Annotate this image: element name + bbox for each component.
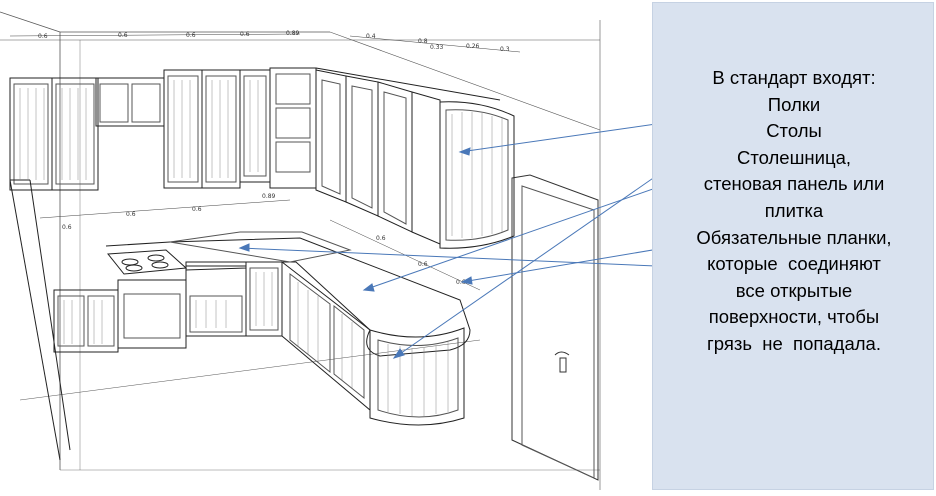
dimension-labels: 0.6 0.6 0.6 0.6 0.89 0.4 0.8 0.33 0.26 0… xyxy=(38,30,510,286)
legend-line: стеновая панель или xyxy=(703,173,885,195)
dim-right-2: 0.6 xyxy=(418,261,428,268)
dim-mid-1: 0.6 xyxy=(62,224,72,231)
dim-top-2: 0.6 xyxy=(118,32,128,39)
room-outline xyxy=(0,11,601,490)
door xyxy=(511,174,599,481)
legend-line: Столешница, xyxy=(736,146,851,168)
dim-top-right-4: 0.26 xyxy=(466,43,480,50)
dim-top-3: 0.6 xyxy=(186,32,196,39)
right-upper-cabinets xyxy=(315,67,515,249)
dim-top-right-1: 0.4 xyxy=(366,33,376,40)
dim-right-3: 0.6 xyxy=(456,279,466,286)
dim-right-1: 0.6 xyxy=(376,235,386,242)
dimension-lines xyxy=(9,33,521,291)
cabinet-slats xyxy=(19,80,503,416)
legend-line: В стандарт входят: xyxy=(712,67,876,88)
legend-line: поверхности, чтобы xyxy=(708,306,880,328)
base-cabinets xyxy=(9,179,465,461)
left-upper-cabinets xyxy=(9,77,99,191)
cooktop xyxy=(107,249,188,275)
legend-line: Обязательные планки, xyxy=(696,226,892,248)
dim-top-right-3: 0.33 xyxy=(430,44,444,51)
legend-line: Полки xyxy=(767,93,821,115)
legend-line: плитка xyxy=(764,199,824,221)
dim-top-5: 0.89 xyxy=(286,30,300,37)
dim-mid-2: 0.6 xyxy=(126,211,136,218)
legend-line: грязь не попадала. xyxy=(707,332,881,354)
legend-panel: В стандарт входят: Полки Столы Столешниц… xyxy=(652,2,934,490)
dim-top-1: 0.6 xyxy=(38,33,48,40)
legend-text: В стандарт входят: Полки Столы Столешниц… xyxy=(653,65,935,358)
legend-line: все открытые xyxy=(735,279,853,301)
back-upper-cabinets xyxy=(95,67,317,189)
dim-top-4: 0.6 xyxy=(240,31,250,38)
dim-mid-4: 0.89 xyxy=(262,193,276,200)
legend-line: которые соединяют xyxy=(707,253,881,275)
legend-line: Столы xyxy=(766,120,822,142)
callout-arrows xyxy=(238,115,713,359)
dim-top-right-2: 0.8 xyxy=(418,38,428,45)
dim-mid-3: 0.6 xyxy=(192,206,202,213)
dim-top-right-5: 0.3 xyxy=(500,46,510,53)
